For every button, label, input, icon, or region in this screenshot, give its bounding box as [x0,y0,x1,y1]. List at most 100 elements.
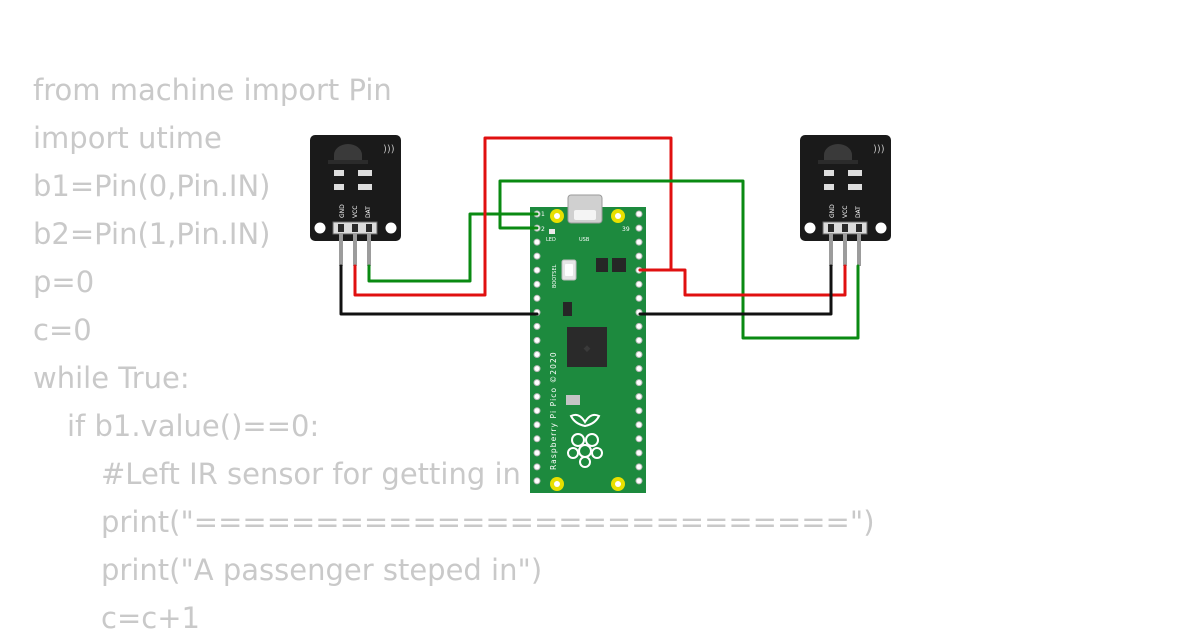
pico-pin[interactable] [635,322,643,330]
mounting-hole [385,222,397,234]
pico-pin-header [533,210,643,485]
pico-pin[interactable] [635,421,643,429]
pico-pin[interactable] [533,252,541,260]
ir-wave-icon: ))) [383,144,395,155]
code-line: c=0 [33,313,92,347]
pico-pin[interactable] [533,351,541,358]
pin39-label: 39 [622,226,630,233]
code-line: #Left IR sensor for getting in [101,457,521,491]
pico-pin[interactable] [533,463,541,471]
pin-label-vcc: VCC [352,206,359,218]
led [549,229,555,234]
code-listing: from machine import Pin import utime b1=Pi… [33,66,875,642]
ir-receiver-icon [824,144,852,162]
pico-pin[interactable] [635,477,643,485]
chip [596,258,608,272]
pico-pin[interactable] [533,421,541,429]
header-leg [367,234,371,266]
pico-pin[interactable] [635,351,643,358]
wire-left-dat[interactable] [367,212,539,283]
smd-component [848,170,862,176]
board-name: Raspberry Pi Pico ©2020 [549,351,558,470]
pico-pin[interactable] [533,280,541,288]
pico-pin[interactable] [533,435,541,443]
raspberry-logo-icon [567,413,603,468]
led-label: LED [546,237,556,243]
chip [563,302,572,316]
smd-component [358,170,372,176]
pico-pin[interactable] [635,407,643,415]
pico-pin[interactable] [533,294,541,302]
usb-label: USB [579,237,590,243]
pico-pin[interactable] [635,435,643,443]
mounting-hole [875,222,887,234]
pico-pin[interactable] [635,210,643,218]
smd-component [334,170,344,176]
pin-label-gnd: GND [339,204,346,218]
pico-pin[interactable] [533,336,541,344]
smd-component [334,184,344,190]
smd-component [848,184,862,190]
pico-pin[interactable] [635,280,643,288]
smd-component [824,170,834,176]
pico-pin[interactable] [635,463,643,471]
header-leg [353,234,357,266]
pin1-label: 1 [541,211,545,218]
wire-left-gnd[interactable] [339,264,539,316]
chip-logo: ◆ [584,344,591,354]
wire-right-gnd[interactable] [638,264,833,316]
pico-pin[interactable] [533,449,541,457]
code-line: b2=Pin(1,Pin.IN) [33,217,271,251]
code-line: b1=Pin(0,Pin.IN) [33,169,271,203]
smd-component [358,184,372,190]
code-line: if b1.value()==0: [67,409,320,443]
pico-pin[interactable] [635,379,643,387]
pico-pin[interactable] [635,449,643,457]
smd-component [824,184,834,190]
ir-receiver-icon [334,144,362,162]
pico-pin[interactable] [533,238,541,246]
pico-pin[interactable] [533,365,541,373]
header-leg [339,234,343,266]
mounting-hole [804,222,816,234]
code-line: while True: [33,361,190,395]
pico-pin[interactable] [533,393,541,401]
bootsel-label: BOOTSEL [552,264,558,288]
pico-pin[interactable] [635,336,643,344]
header-leg [843,234,847,266]
pico-pin[interactable] [635,393,643,401]
chip [612,258,626,272]
mounting-hole [314,222,326,234]
pico-pin[interactable] [533,477,541,485]
ir-sensor-right[interactable]: ))) GND VCC DAT [800,135,891,266]
pin-label-gnd: GND [829,204,836,218]
code-line: print("===========================") [101,505,875,539]
pin-label-vcc: VCC [842,206,849,218]
pico-pin[interactable] [533,266,541,274]
pin-label-dat: DAT [855,206,862,218]
pin2-label: 2 [541,226,545,233]
pico-pin[interactable] [635,294,643,302]
rp2040-chip [567,327,607,367]
wire-right-vcc[interactable] [638,264,847,297]
pico-pin[interactable] [635,238,643,246]
pico-pin[interactable] [533,407,541,415]
ir-wave-icon: ))) [873,144,885,155]
pico-pin[interactable] [533,322,541,330]
code-line: p=0 [33,265,95,299]
pico-pin[interactable] [533,379,541,387]
header-leg [857,234,861,266]
pico-board[interactable]: ◆ 1 2 39 LED USB BOOTSEL Raspberry Pi Pi… [530,194,646,493]
header-leg [829,234,833,266]
code-line: from machine import Pin [33,73,392,107]
pico-pin[interactable] [635,252,643,260]
code-line: import utime [33,121,222,155]
ir-sensor-left[interactable]: ))) GND VCC DAT [310,135,401,266]
code-line: c=c+1 [101,601,200,635]
pico-pin[interactable] [635,365,643,373]
crystal [566,395,580,405]
wire-right-dat[interactable] [498,179,860,340]
pin-label-dat: DAT [365,206,372,218]
pico-pin[interactable] [635,224,643,232]
